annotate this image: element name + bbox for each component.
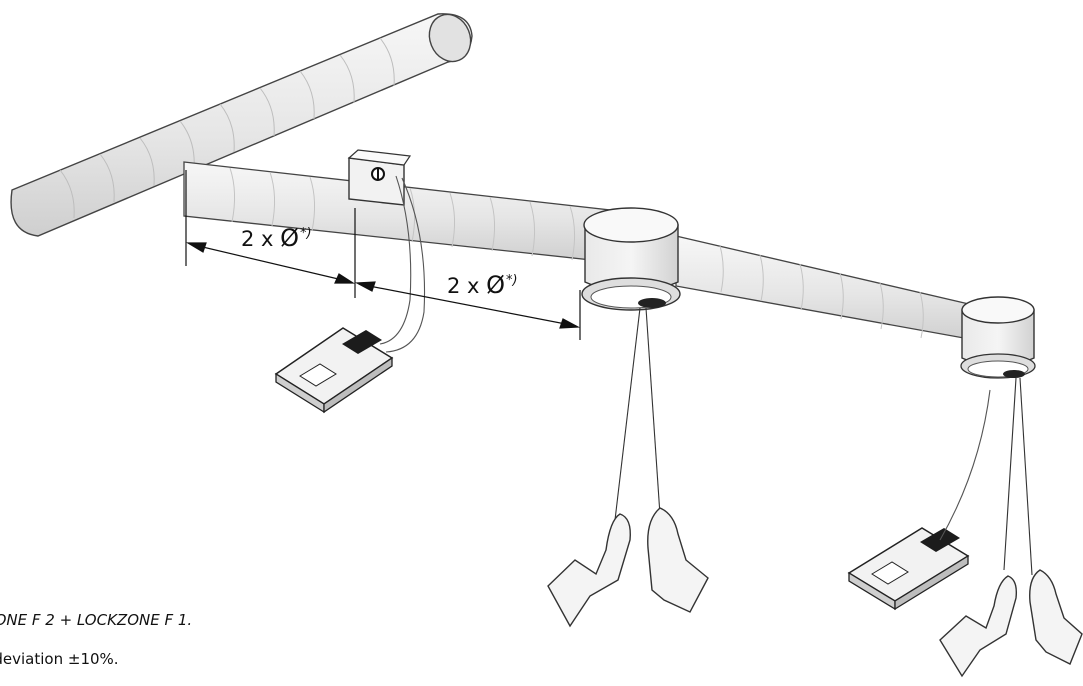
branch-duct-segment <box>675 235 987 343</box>
hand <box>547 507 709 628</box>
air-diffuser-2 <box>960 296 1036 379</box>
air-diffuser <box>581 207 681 311</box>
dimension-lines <box>185 170 581 340</box>
main-duct <box>10 13 473 237</box>
dimension-prefix: 2 x <box>241 227 281 251</box>
flow-meter-2 <box>847 389 991 611</box>
dimension-label-2: 2 x Ø*) <box>447 271 518 299</box>
caption-product-names: CKZONE F 2 + LOCKZONE F 1. <box>0 611 193 629</box>
damper-sensor <box>347 149 426 353</box>
probe-strings <box>614 307 1033 576</box>
caption-deviation: ent deviation ±10%. <box>0 650 119 668</box>
dimension-label-1: 2 x Ø*) <box>241 224 312 252</box>
footnote-mark: *) <box>300 226 312 241</box>
footnote-mark: *) <box>506 273 518 288</box>
flow-meter <box>274 327 394 414</box>
hand-2 <box>939 569 1083 678</box>
diameter-symbol: Ø <box>280 224 300 252</box>
diameter-symbol: Ø <box>486 271 506 299</box>
dimension-prefix: 2 x <box>447 274 487 298</box>
